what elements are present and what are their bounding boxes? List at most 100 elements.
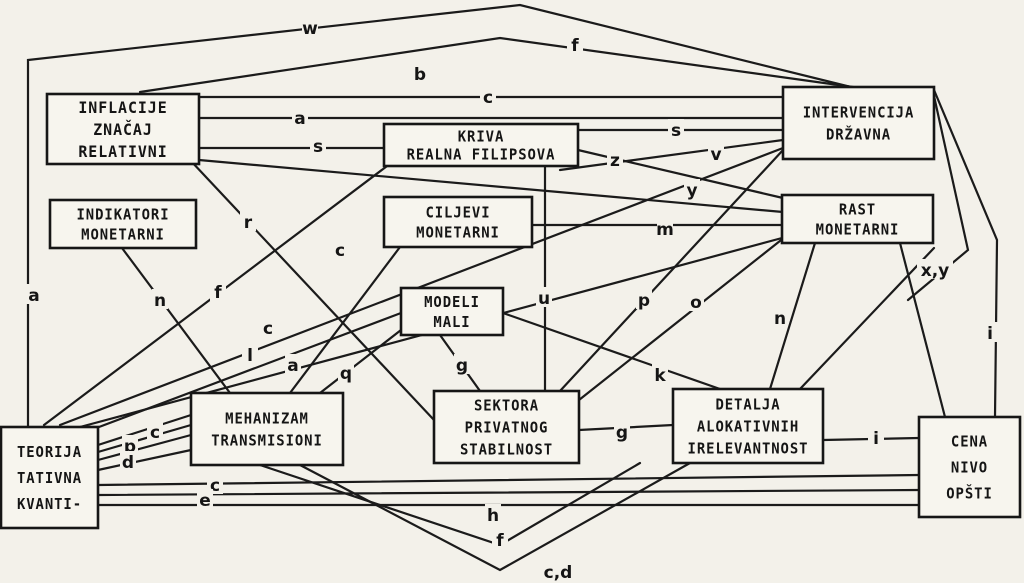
edge-line-20	[577, 231, 792, 402]
svg-text:n: n	[154, 291, 166, 311]
node-ciljevi-line-0: CILJEVI	[425, 203, 490, 221]
node-intervencija-line-0: INTERVENCIJA	[803, 103, 915, 121]
node-teorija-box	[0, 425, 100, 530]
svg-text:v: v	[710, 145, 721, 165]
edge-label-0: w	[302, 17, 318, 39]
node-detalja-line-1: ALOKATIVNIH	[697, 417, 799, 435]
node-sektora-line-2: STABILNOST	[460, 440, 553, 458]
svg-text:f: f	[214, 283, 222, 303]
node-teorija-line-1: TATIVNA	[17, 469, 82, 487]
svg-text:i: i	[873, 429, 879, 449]
node-kriva-line-0: KRIVA	[458, 127, 505, 145]
edge-label-3: c	[480, 86, 496, 108]
edge-line-7	[558, 138, 785, 172]
edge-line-32	[96, 423, 193, 454]
edge-label-22: o	[688, 291, 704, 313]
edge-label-36: f	[492, 529, 508, 551]
node-teorija: TEORIJA TATIVNA KVANTI-	[0, 425, 100, 530]
svg-text:c: c	[483, 88, 493, 108]
node-teorija-line-2: KVANTI-	[17, 495, 82, 513]
edge-label-16: l	[242, 344, 258, 366]
edge-label-18: q	[338, 362, 354, 384]
node-cena: CENA NIVO OPŠTI	[917, 415, 1022, 519]
edge-line-30	[96, 473, 921, 487]
node-ciljevi-line-1: MONETARNI	[416, 223, 500, 241]
node-inflacije-box	[45, 92, 201, 166]
edge-label-19: g	[454, 354, 470, 376]
svg-text:b: b	[414, 65, 426, 85]
node-detalja-box	[671, 387, 825, 465]
svg-text:g: g	[616, 423, 628, 443]
node-mehanizam-line-0: MEHANIZAM	[225, 409, 309, 427]
node-inflacije-line-1: ZNAČAJ	[93, 120, 153, 139]
edge-label-26: i	[982, 322, 998, 344]
node-indikatori-box	[48, 198, 198, 250]
edge-line-11	[58, 146, 785, 427]
svg-text:c,d: c,d	[544, 563, 573, 583]
edge-line-15	[120, 246, 232, 395]
edge-label-6: s	[668, 119, 684, 141]
edge-line-23	[768, 241, 817, 391]
edge-line-34	[96, 448, 193, 472]
svg-text:k: k	[654, 366, 666, 386]
svg-text:h: h	[487, 506, 499, 526]
edge-label-7: z	[607, 149, 623, 171]
node-modeli-box	[399, 286, 505, 337]
svg-text:r: r	[244, 213, 253, 233]
node-modeli-line-0: MODELI	[424, 293, 480, 311]
edge-label-13: n	[152, 289, 168, 311]
edge-label-23: n	[772, 307, 788, 329]
node-mehanizam-box	[189, 391, 345, 467]
svg-text:c: c	[150, 423, 160, 443]
edge-label-11: c	[332, 239, 348, 261]
edge-label-8: v	[708, 143, 724, 165]
node-intervencija-line-1: DRŽAVNA	[826, 124, 891, 143]
node-inflacije-line-2: RELATIVNI	[78, 142, 167, 161]
edge-label-17: a	[285, 354, 301, 376]
edge-line-14	[188, 158, 436, 422]
svg-text:d: d	[122, 453, 134, 473]
edge-label-15: c	[260, 317, 276, 339]
svg-text:a: a	[294, 109, 305, 129]
svg-text:c: c	[263, 319, 273, 339]
edge-label-2: b	[412, 63, 428, 85]
edge-label-30: d	[120, 451, 136, 473]
node-kriva-line-1: REALNA FILIPSOVA	[407, 145, 556, 163]
node-rast-box	[780, 193, 935, 245]
node-detalja-line-0: DETALJA	[715, 395, 780, 413]
node-teorija-line-0: TEORIJA	[17, 443, 82, 461]
node-detalja-line-2: IRELEVANTNOST	[688, 439, 809, 457]
node-indikatori-line-1: MONETARNI	[81, 225, 165, 243]
node-cena-line-1: NIVO	[951, 458, 988, 476]
svg-text:i: i	[987, 324, 993, 344]
svg-text:g: g	[456, 356, 468, 376]
node-rast-line-0: RAST	[839, 200, 876, 218]
node-kriva-box	[382, 122, 580, 168]
svg-text:l: l	[247, 346, 253, 366]
edge-label-4: a	[292, 107, 308, 129]
svg-text:a: a	[28, 286, 39, 306]
edge-label-34: e	[197, 489, 213, 511]
node-ciljevi: CILJEVI MONETARNI	[382, 195, 534, 249]
edge-label-28: c	[147, 421, 163, 443]
edge-line-1	[138, 36, 862, 94]
svg-text:s: s	[671, 121, 681, 141]
edge-line-33	[96, 433, 193, 462]
node-intervencija: INTERVENCIJA DRŽAVNA	[781, 85, 936, 161]
edge-line-16	[288, 245, 402, 395]
svg-text:m: m	[656, 220, 674, 240]
edge-label-27: a	[26, 284, 42, 306]
svg-text:x,y: x,y	[921, 261, 950, 281]
edge-label-1: f	[567, 34, 583, 56]
edge-label-31: g	[614, 421, 630, 443]
edge-line-19	[558, 148, 785, 393]
svg-text:o: o	[690, 293, 702, 313]
edge-label-25: x,y	[917, 259, 953, 281]
svg-text:e: e	[199, 491, 211, 511]
node-cena-line-2: OPŠTI	[946, 483, 993, 502]
node-cena-line-0: CENA	[951, 432, 988, 450]
node-intervencija-box	[781, 85, 936, 161]
edge-label-5: s	[310, 135, 326, 157]
